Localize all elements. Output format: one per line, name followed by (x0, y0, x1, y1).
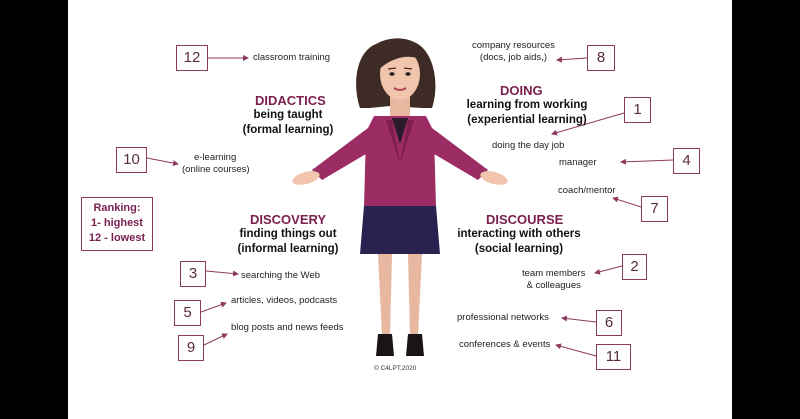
didactics-subtitle: being taught (formal learning) (218, 108, 358, 138)
ranking-legend: Ranking: 1- highest 12 - lowest (81, 197, 153, 251)
label-company-2: (docs, job aids,) (479, 52, 547, 63)
rank-box-networks: 6 (596, 310, 622, 336)
discovery-subtitle: finding things out (informal learning) (218, 227, 358, 257)
label-coach: coach/mentor (558, 185, 616, 196)
arrow-articles (200, 301, 227, 313)
discovery-sub1: finding things out (239, 228, 337, 240)
label-company-1: company resources (472, 40, 555, 51)
rank-box-coach: 7 (641, 196, 668, 222)
label-classroom: classroom training (253, 52, 331, 63)
discourse-sub1: interacting with others (457, 228, 581, 240)
label-articles: articles, videos, podcasts (231, 295, 338, 306)
rank-box-classroom: 12 (176, 45, 208, 71)
arrow-team (594, 265, 623, 275)
arrow-company (556, 56, 588, 63)
rank-box-articles: 5 (174, 300, 201, 326)
label-searching: searching the Web (241, 270, 321, 281)
copyright-text: © C4LPT,2020 (374, 365, 417, 372)
discourse-title: DISCOURSE (486, 212, 564, 227)
rank-box-dayjob: 1 (624, 97, 651, 123)
ranking-line2: 12 - lowest (88, 232, 146, 244)
rank-box-elearning: 10 (116, 147, 147, 173)
didactics-title: DIDACTICS (255, 93, 326, 108)
rank-box-team: 2 (622, 254, 647, 280)
label-manager: manager (559, 157, 597, 168)
arrow-conferences (555, 343, 597, 357)
arrow-searching (205, 270, 239, 277)
label-elearning-2: (online courses) (182, 164, 250, 175)
label-team-1: team members (522, 268, 586, 279)
doing-sub2: (experiential learning) (467, 114, 587, 126)
arrow-manager (620, 158, 674, 165)
rank-box-blog: 9 (178, 335, 204, 361)
arrow-networks (561, 315, 597, 323)
arrow-coach (612, 196, 642, 208)
label-team-2: & colleagues (526, 280, 581, 291)
label-dayjob: doing the day job (492, 140, 565, 151)
discovery-sub2: (informal learning) (237, 243, 339, 255)
woman-figure-illustration (292, 38, 508, 356)
discovery-title: DISCOVERY (250, 212, 327, 227)
label-networks: professional networks (457, 312, 549, 323)
rank-box-company: 8 (587, 45, 615, 71)
doing-subtitle: learning from working (experiential lear… (452, 98, 602, 128)
ranking-line1: 1- highest (91, 217, 143, 229)
doing-sub1: learning from working (466, 99, 588, 111)
diagram-canvas: DIDACTICS being taught (formal learning)… (68, 0, 732, 419)
label-elearning: e-learning (online courses) (182, 152, 250, 176)
arrow-dayjob (551, 112, 625, 136)
label-elearning-1: e-learning (194, 152, 237, 163)
label-team: team members & colleagues (522, 268, 585, 292)
label-blog: blog posts and news feeds (231, 322, 344, 333)
label-conferences: conferences & events (459, 339, 551, 350)
connector-arrows (146, 55, 674, 357)
rank-box-conferences: 11 (596, 344, 631, 370)
didactics-sub2: (formal learning) (242, 124, 334, 136)
didactics-sub1: being taught (253, 109, 323, 121)
rank-box-searching: 3 (180, 261, 206, 287)
discourse-subtitle: interacting with others (social learning… (444, 227, 594, 257)
rank-box-manager: 4 (673, 148, 700, 174)
discourse-sub2: (social learning) (474, 243, 564, 255)
arrow-elearning (146, 157, 179, 166)
doing-title: DOING (500, 83, 543, 98)
ranking-title: Ranking: (93, 202, 141, 214)
label-company: company resources (docs, job aids,) (472, 40, 555, 64)
arrow-blog (203, 333, 228, 346)
